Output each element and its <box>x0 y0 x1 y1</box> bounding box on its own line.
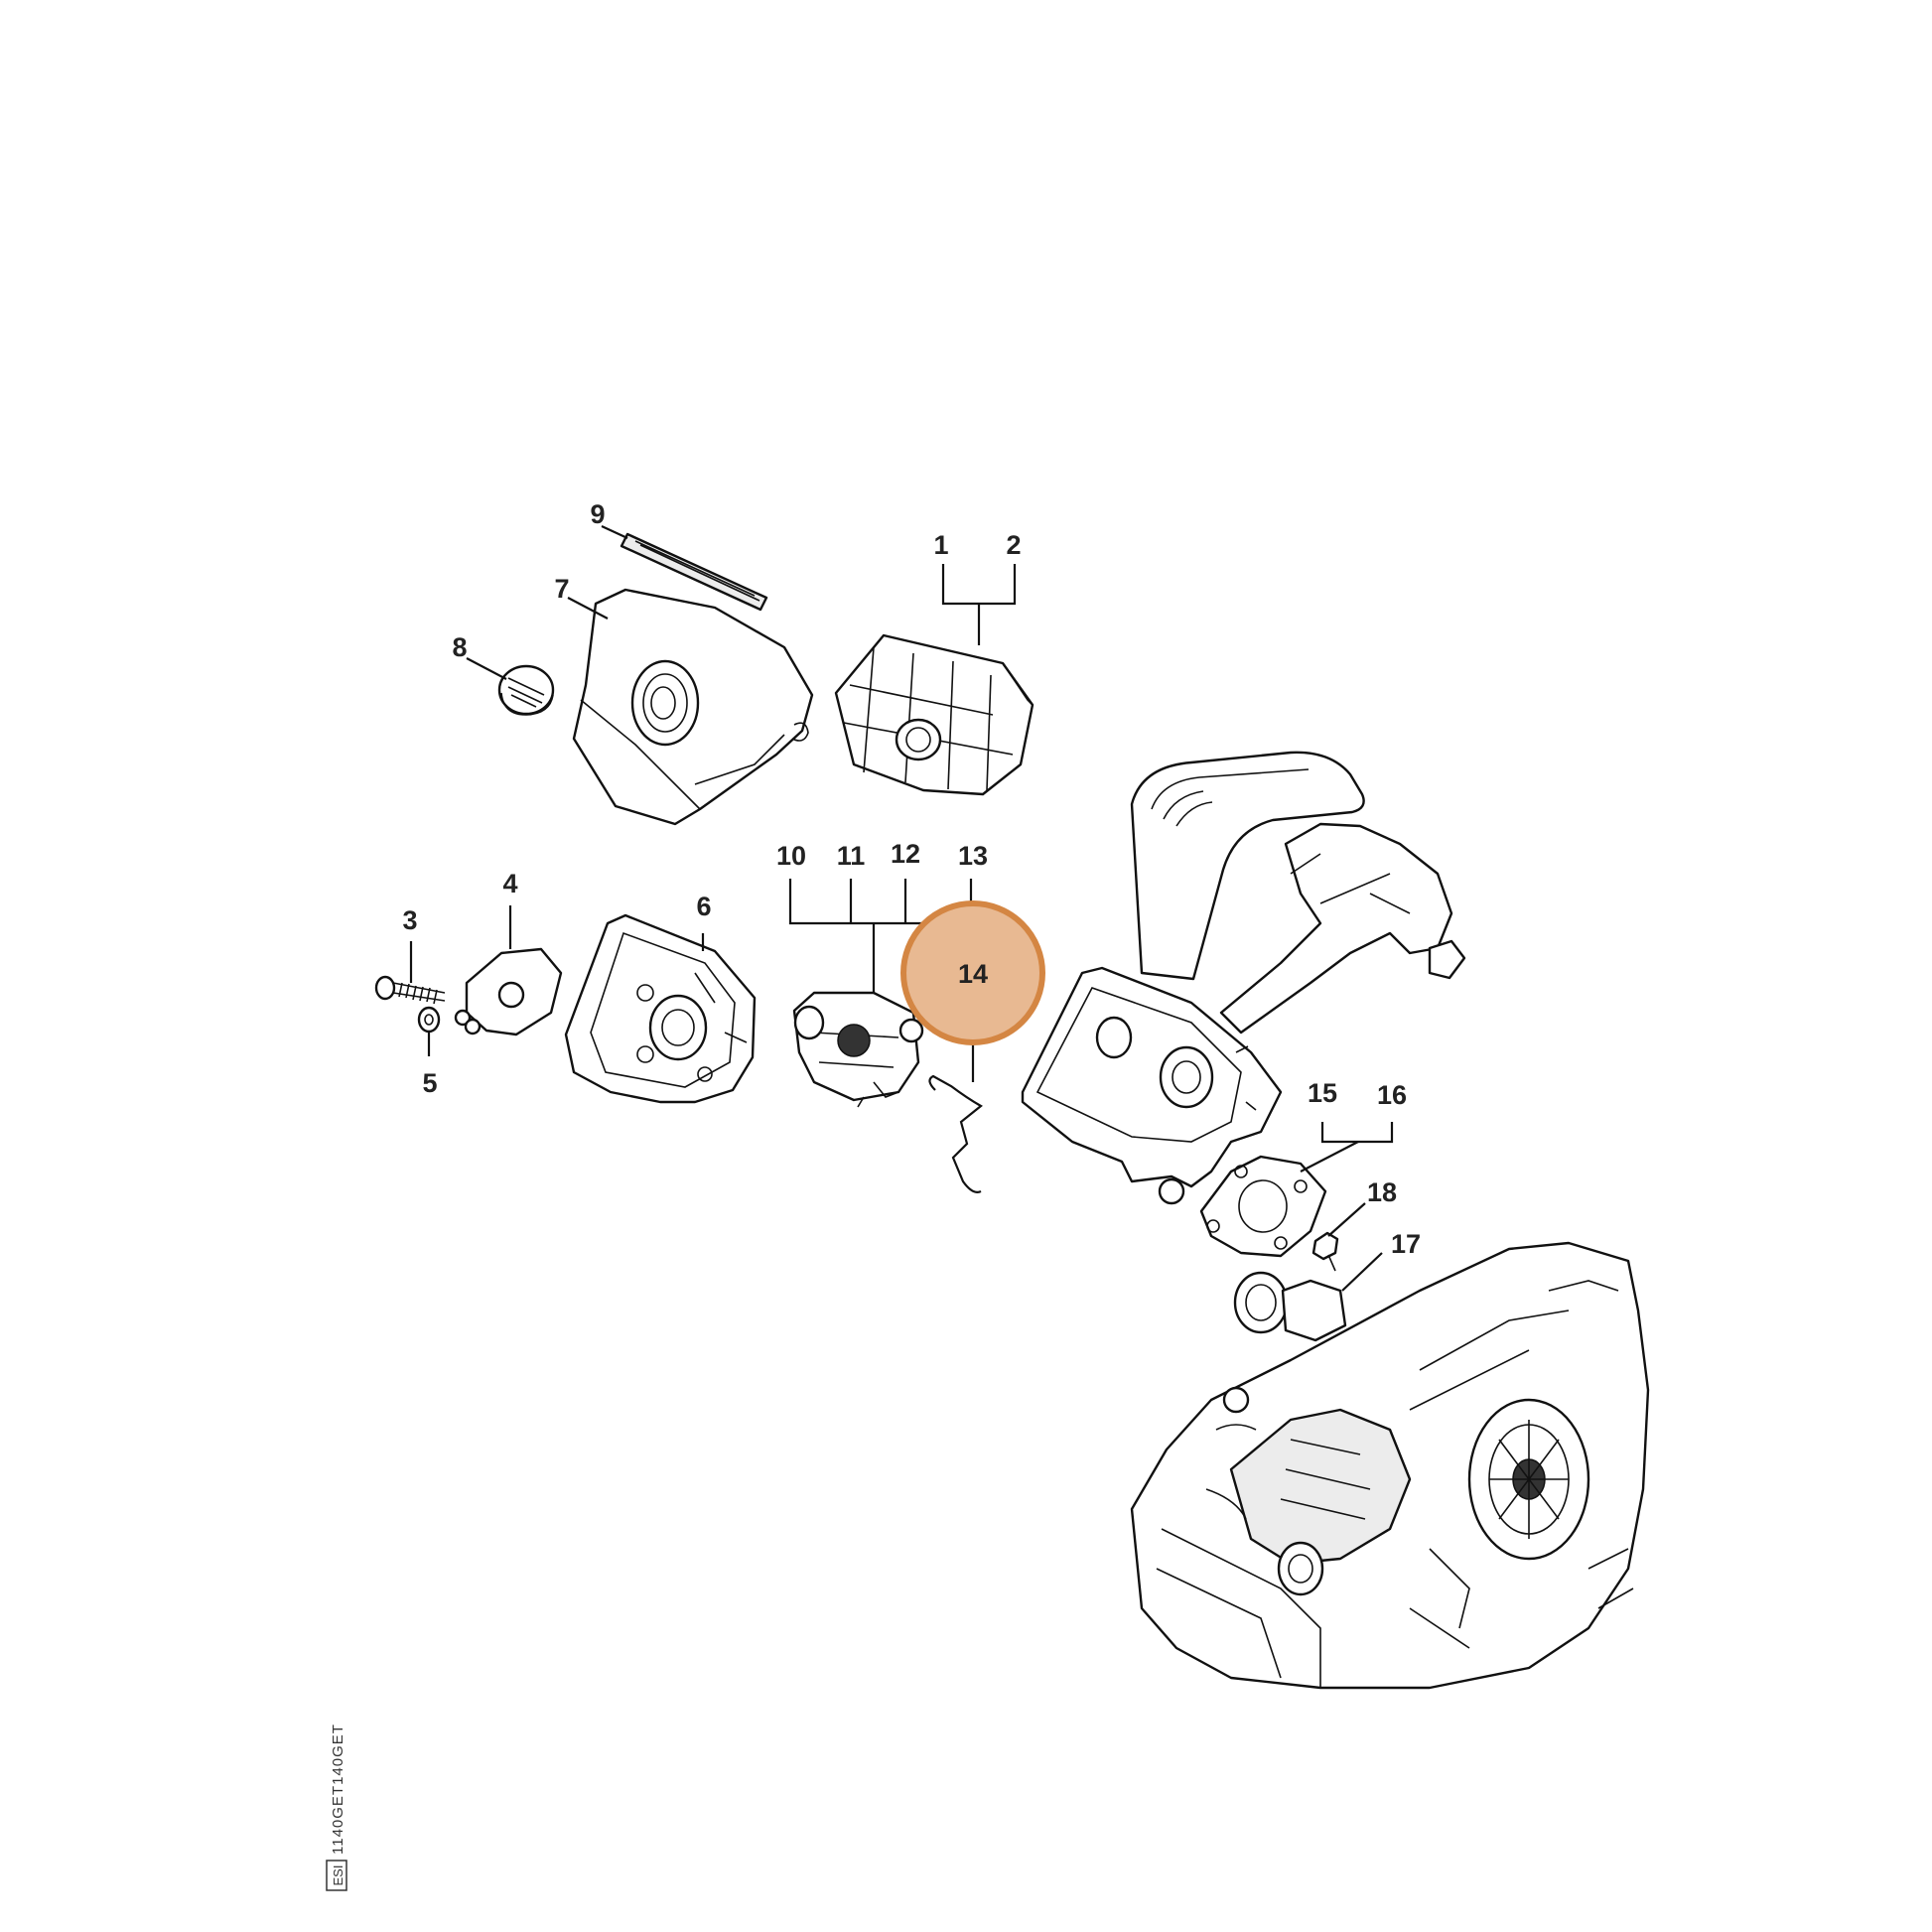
drawing-code: 1140GET140GET ESI <box>326 1724 347 1891</box>
throttle-rod-drawing <box>928 1074 983 1193</box>
part-1-2-air-filter-drawing <box>834 633 1035 796</box>
callout-2[interactable]: 2 <box>1006 530 1021 560</box>
part-5-washer-drawing <box>417 1006 441 1034</box>
callout-15[interactable]: 15 <box>1308 1078 1337 1108</box>
drawing-code-text: 1140GET140GET <box>330 1724 346 1855</box>
part-10-13-carburetor-drawing <box>792 991 924 1108</box>
part-18-bolt-drawing <box>1311 1231 1339 1272</box>
callout-10[interactable]: 10 <box>776 841 806 871</box>
part-8-cap-drawing <box>497 664 555 716</box>
callout-16[interactable]: 16 <box>1377 1080 1407 1110</box>
engine-block-drawing <box>1130 1241 1650 1690</box>
callout-labels: 1 2 3 4 5 6 7 8 9 10 11 12 13 14 15 16 1… <box>402 499 1421 1259</box>
callout-5[interactable]: 5 <box>422 1068 437 1098</box>
callout-13[interactable]: 13 <box>958 841 988 871</box>
part-6-housing-drawing <box>564 913 757 1104</box>
part-drawings <box>374 532 1650 1690</box>
callout-9[interactable]: 9 <box>590 499 605 529</box>
callout-18[interactable]: 18 <box>1367 1177 1397 1207</box>
part-17-manifold-drawing <box>1233 1271 1347 1342</box>
callout-11[interactable]: 11 <box>837 841 866 871</box>
callout-3[interactable]: 3 <box>402 905 417 935</box>
drawing-code-box-text: ESI <box>331 1865 345 1886</box>
part-4-holder-drawing <box>454 947 563 1036</box>
part-3-screw-drawing <box>374 975 446 1005</box>
callout-1[interactable]: 1 <box>933 530 948 560</box>
callout-14[interactable]: 14 <box>958 959 988 989</box>
part-7-shroud-drawing <box>572 588 814 826</box>
part-9-strip-drawing <box>620 532 768 612</box>
drawing-code-box <box>326 1860 347 1891</box>
handle-frame-drawing <box>1021 751 1466 1205</box>
part-15-16-flange-drawing <box>1199 1155 1327 1258</box>
callout-4[interactable]: 4 <box>502 869 517 898</box>
callout-12[interactable]: 12 <box>891 839 920 869</box>
selected-callout-highlight <box>900 900 1045 1045</box>
callout-6[interactable]: 6 <box>696 892 711 921</box>
callout-17[interactable]: 17 <box>1391 1229 1421 1259</box>
callout-7[interactable]: 7 <box>554 574 569 604</box>
callout-8[interactable]: 8 <box>452 632 467 662</box>
